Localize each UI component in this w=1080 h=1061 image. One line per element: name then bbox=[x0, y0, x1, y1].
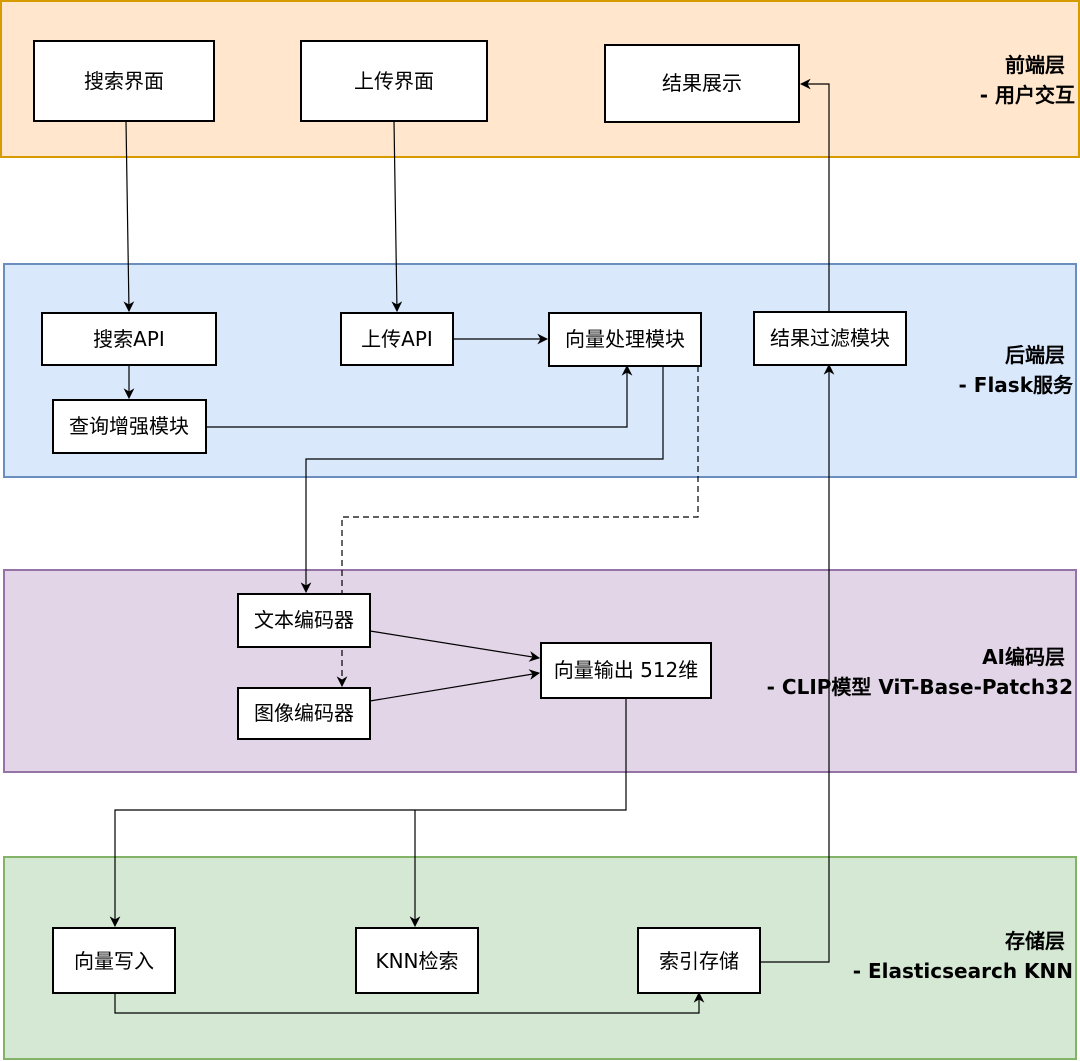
node-upload-api[interactable]: 上传API bbox=[340, 312, 454, 366]
node-filter-module[interactable]: 结果过滤模块 bbox=[753, 311, 907, 366]
edge-search-ui-to-search-api bbox=[123, 120, 135, 313]
node-vector-write[interactable]: 向量写入 bbox=[52, 927, 176, 994]
node-knn-search-label: KNN检索 bbox=[375, 949, 458, 973]
node-image-encoder-label: 图像编码器 bbox=[254, 701, 354, 725]
node-text-encoder[interactable]: 文本编码器 bbox=[237, 593, 371, 648]
node-search-api[interactable]: 搜索API bbox=[41, 312, 217, 366]
layer-ai: AI编码层 - CLIP模型 ViT-Base-Patch32 bbox=[3, 569, 1077, 773]
node-index-store[interactable]: 索引存储 bbox=[637, 927, 761, 994]
node-upload-api-label: 上传API bbox=[361, 327, 433, 351]
layer-storage-rect bbox=[3, 856, 1077, 1060]
layer-backend-subtitle: - Flask服务 bbox=[959, 373, 1074, 397]
node-knn-search[interactable]: KNN检索 bbox=[355, 927, 479, 994]
edge-text-encoder-to-vector-output bbox=[369, 630, 541, 662]
node-result-show[interactable]: 结果展示 bbox=[604, 44, 800, 123]
node-upload-ui-label: 上传界面 bbox=[354, 69, 434, 93]
node-filter-module-label: 结果过滤模块 bbox=[770, 326, 890, 350]
edge-query-enhance-to-vector-module bbox=[206, 364, 633, 428]
node-search-ui[interactable]: 搜索界面 bbox=[33, 40, 215, 122]
edge-upload-ui-to-upload-api bbox=[391, 120, 403, 313]
edge-image-encoder-to-vector-output bbox=[369, 669, 541, 702]
layer-storage: 存储层 - Elasticsearch KNN bbox=[3, 856, 1077, 1060]
node-query-enhance-label: 查询增强模块 bbox=[69, 414, 189, 438]
edge-vector-write-to-index-store bbox=[114, 991, 705, 1014]
node-index-store-label: 索引存储 bbox=[659, 949, 739, 973]
node-vector-module-label: 向量处理模块 bbox=[565, 327, 685, 351]
layer-frontend-subtitle: - 用户交互 bbox=[980, 83, 1075, 107]
node-vector-output[interactable]: 向量输出 512维 bbox=[540, 642, 712, 699]
node-search-api-label: 搜索API bbox=[93, 327, 165, 351]
edge-index-store-to-filter-module bbox=[760, 363, 835, 963]
node-vector-module[interactable]: 向量处理模块 bbox=[548, 312, 702, 367]
layer-storage-title: 存储层 bbox=[1005, 929, 1065, 953]
edge-vector-module-to-text-encoder bbox=[300, 366, 664, 594]
edge-filter-module-to-result-show bbox=[799, 78, 830, 312]
layer-frontend-title: 前端层 bbox=[1005, 53, 1065, 77]
edge-vector-output-to-vector-write bbox=[109, 698, 627, 928]
node-query-enhance[interactable]: 查询增强模块 bbox=[52, 399, 207, 454]
node-result-show-label: 结果展示 bbox=[662, 71, 742, 95]
layer-storage-subtitle: - Elasticsearch KNN bbox=[853, 959, 1073, 983]
layer-backend-title: 后端层 bbox=[1005, 343, 1065, 367]
node-vector-output-label: 向量输出 512维 bbox=[554, 658, 699, 682]
node-image-encoder[interactable]: 图像编码器 bbox=[237, 687, 371, 740]
layer-ai-rect bbox=[3, 569, 1077, 773]
node-vector-write-label: 向量写入 bbox=[74, 949, 154, 973]
layer-ai-title: AI编码层 bbox=[982, 645, 1065, 669]
node-upload-ui[interactable]: 上传界面 bbox=[300, 40, 488, 122]
node-search-ui-label: 搜索界面 bbox=[84, 69, 164, 93]
layer-ai-subtitle: - CLIP模型 ViT-Base-Patch32 bbox=[767, 675, 1073, 699]
node-text-encoder-label: 文本编码器 bbox=[254, 608, 354, 632]
